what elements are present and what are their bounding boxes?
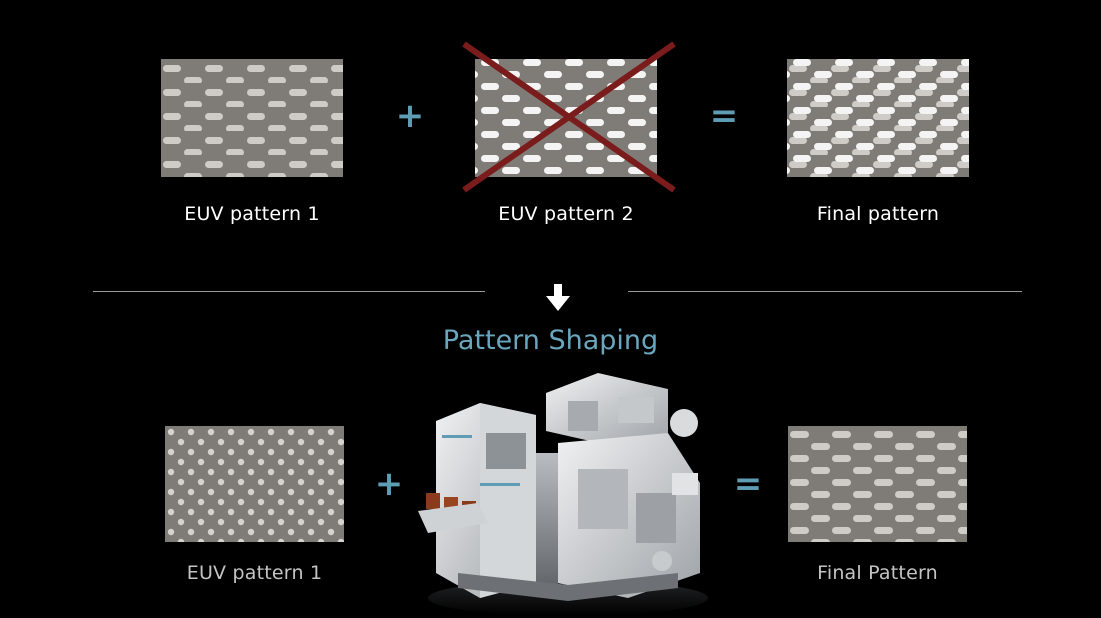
euv-pattern-2-label: EUV pattern 2 <box>498 203 634 225</box>
pattern-shaping-heading: Pattern Shaping <box>442 325 659 356</box>
euv-pattern-1-panel <box>161 59 343 177</box>
process-tool-icon <box>418 373 708 616</box>
bottom-equals-sign: = <box>733 464 763 504</box>
cross-out-icon <box>462 41 676 193</box>
bottom-plus-sign: + <box>374 464 404 504</box>
equals-sign: = <box>709 96 739 136</box>
bottom-final-pattern-panel <box>788 426 967 542</box>
final-pattern-label: Final pattern <box>816 203 940 225</box>
final-pattern-panel <box>787 59 969 177</box>
bottom-euv-pattern-1-label: EUV pattern 1 <box>186 562 323 584</box>
euv-pattern-1-label: EUV pattern 1 <box>184 203 320 225</box>
euv-pattern-1-dots-panel <box>165 426 344 542</box>
bottom-final-pattern-label: Final Pattern <box>817 562 938 584</box>
divider-right <box>628 291 1022 292</box>
divider-left <box>93 291 485 292</box>
plus-sign: + <box>395 96 425 136</box>
down-arrow-icon <box>546 284 570 311</box>
